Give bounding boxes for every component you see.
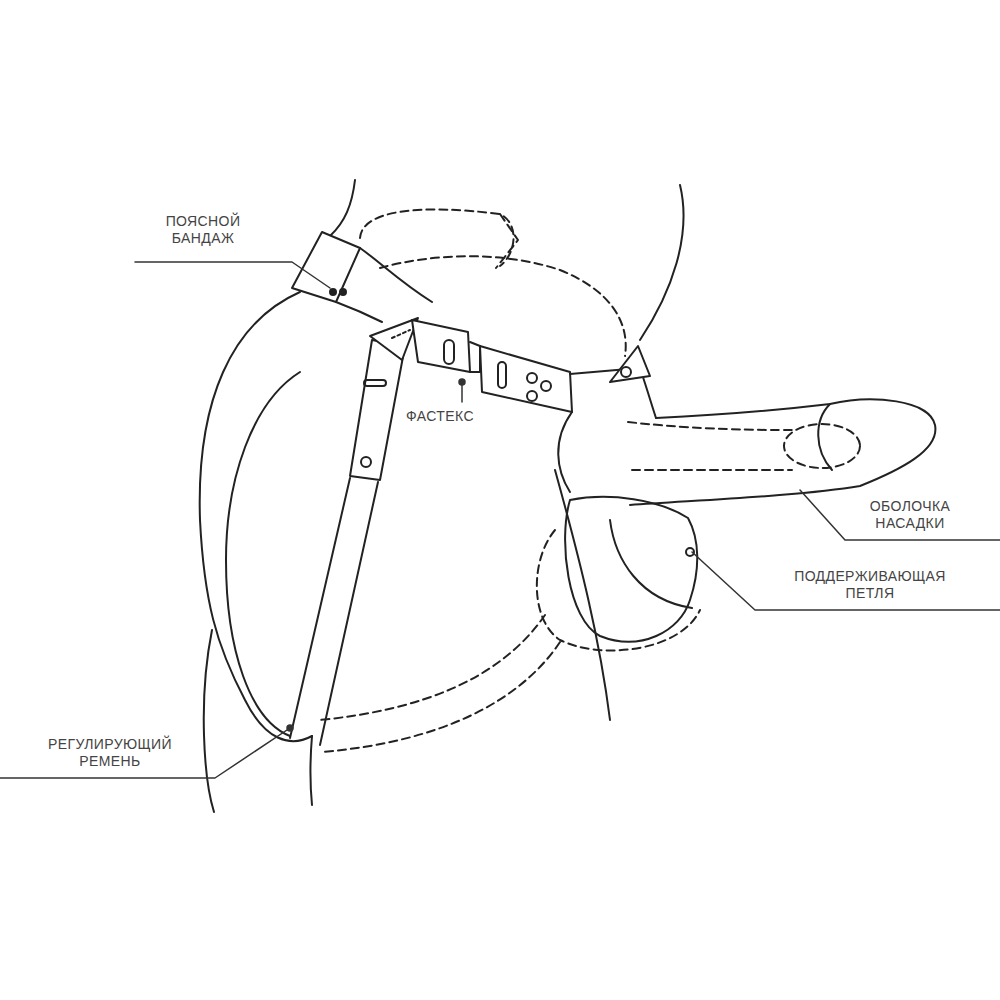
leader-lines	[0, 262, 1000, 778]
part-label: ПОЯСНОЙ БАНДАЖ	[164, 213, 243, 247]
fastex-buckle	[350, 318, 572, 480]
part-label: ПОДДЕРЖИВАЮЩАЯ ПЕТЛЯ	[792, 568, 948, 602]
part-label: РЕГУЛИРУЮЩИЙ РЕМЕНЬ	[46, 736, 174, 770]
part-label: ОБОЛОЧКА НАСАДКИ	[868, 498, 952, 532]
regulating-strap	[290, 478, 378, 745]
attachment	[558, 346, 935, 505]
part-label: ФАСТЕКС	[404, 408, 476, 425]
support-loop	[320, 497, 700, 752]
